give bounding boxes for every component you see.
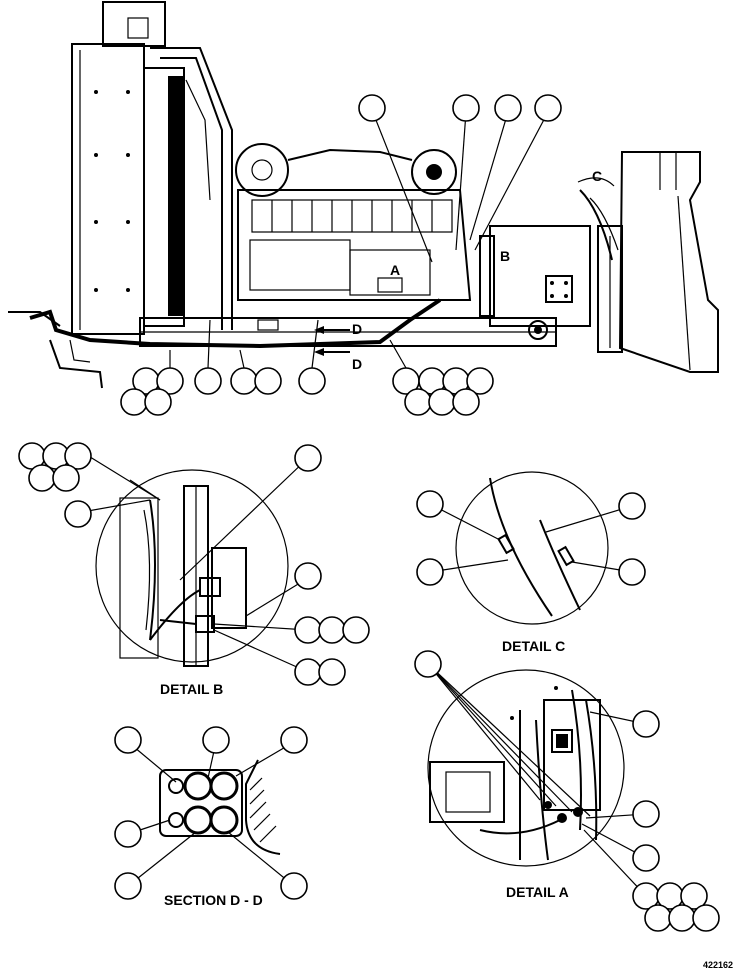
- drawing-reference-number: 422162: [703, 960, 733, 970]
- callout-bubble: [202, 726, 230, 754]
- callout-bubble: [254, 367, 282, 395]
- detail-a-callouts: [414, 650, 720, 932]
- callout-bubble: [534, 94, 562, 122]
- section-label-d-lower: D: [352, 356, 362, 372]
- callout-bubble: [28, 464, 56, 492]
- callout-bubble: [632, 844, 660, 872]
- callout-bubble: [466, 367, 494, 395]
- detail-a-title: DETAIL A: [506, 884, 569, 900]
- callout-bubble: [416, 558, 444, 586]
- callout-bubble: [64, 442, 92, 470]
- callout-bubble: [144, 388, 172, 416]
- callout-bubble: [342, 616, 370, 644]
- callout-bubble: [358, 94, 386, 122]
- callout-bubble: [64, 500, 92, 528]
- callout-bubble: [294, 562, 322, 590]
- main-view-callouts: [120, 94, 562, 416]
- callout-bubble: [632, 710, 660, 738]
- callout-bubble: [618, 492, 646, 520]
- section-d-d-title: SECTION D - D: [164, 892, 263, 908]
- callout-bubble: [294, 616, 322, 644]
- callout-bubble: [52, 464, 80, 492]
- callout-bubble: [114, 820, 142, 848]
- section-d-d-callouts: [114, 726, 308, 900]
- callout-bubble: [318, 658, 346, 686]
- callout-bubble: [618, 558, 646, 586]
- callout-bubble: [428, 388, 456, 416]
- engine-side-view: [8, 1, 719, 389]
- callout-bubble: [416, 490, 444, 518]
- detail-b-title: DETAIL B: [160, 681, 223, 697]
- detail-b-callouts: [18, 442, 370, 686]
- callout-bubble: [668, 904, 696, 932]
- callout-bubble: [114, 872, 142, 900]
- detail-b: [81, 451, 309, 673]
- callout-bubble: [644, 904, 672, 932]
- detail-a: [427, 663, 647, 897]
- section-d-d: [127, 741, 295, 887]
- detail-c: [429, 471, 633, 625]
- callout-bubble: [632, 800, 660, 828]
- callout-bubble: [294, 658, 322, 686]
- callout-bubble: [494, 94, 522, 122]
- callout-bubble: [452, 388, 480, 416]
- callout-bubble: [414, 650, 442, 678]
- callout-bubble: [294, 444, 322, 472]
- callout-bubble: [280, 726, 308, 754]
- view-label-c: C: [592, 168, 602, 184]
- section-label-d-upper: D: [352, 321, 362, 337]
- callout-bubble: [298, 367, 326, 395]
- callout-bubble: [194, 367, 222, 395]
- callout-bubble: [114, 726, 142, 754]
- callout-bubble: [404, 388, 432, 416]
- callout-bubble: [452, 94, 480, 122]
- detail-c-callouts: [416, 490, 646, 586]
- detail-c-title: DETAIL C: [502, 638, 565, 654]
- callout-bubble: [680, 882, 708, 910]
- callout-bubble: [318, 616, 346, 644]
- callout-bubble: [120, 388, 148, 416]
- view-label-a: A: [390, 262, 400, 278]
- view-label-b: B: [500, 248, 510, 264]
- callout-bubble: [692, 904, 720, 932]
- callout-bubble: [230, 367, 258, 395]
- callout-bubble: [280, 872, 308, 900]
